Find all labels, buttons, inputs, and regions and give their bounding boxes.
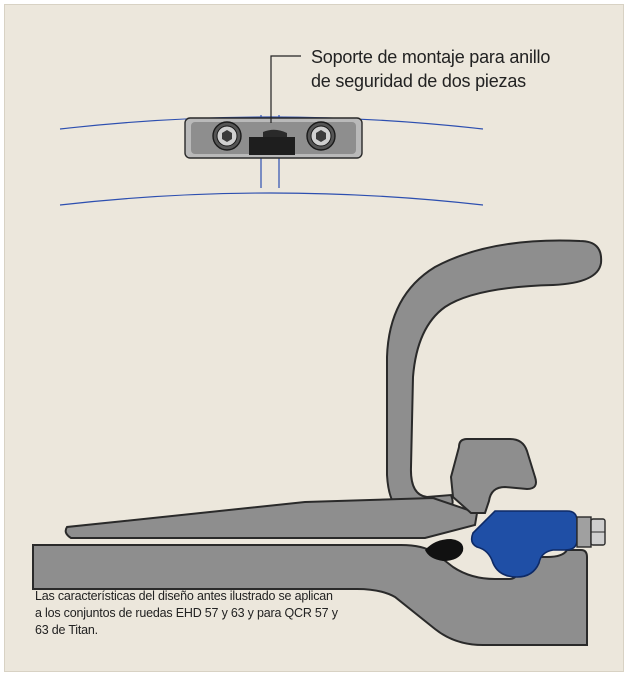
rim-base [32,544,588,646]
figure-panel: Soporte de montaje para anillo de seguri… [4,4,624,672]
callout-line-2: de seguridad de dos piezas [311,71,526,91]
callout-line-1: Soporte de montaje para anillo [311,47,551,67]
wheel-assembly-diagram [32,55,606,646]
bead-seal-o-ring [425,539,464,561]
caption-line-3: 63 de Titan. [35,623,98,637]
callout-leader-line [270,55,301,123]
gutter-section [449,438,537,514]
hex-nut-icon [576,516,606,548]
figure-caption: Las características del diseño antes ilu… [35,588,415,639]
caption-line-1: Las características del diseño antes ilu… [35,589,333,603]
hex-socket-bolt-icon [212,121,242,151]
rim-flange [386,239,603,512]
caption-line-2: a los conjuntos de ruedas EHD 57 y 63 y … [35,606,338,620]
bead-seat-band [64,496,479,539]
bracket-callout-label: Soporte de montaje para anillo de seguri… [311,45,611,93]
hex-socket-bolt-icon [306,121,336,151]
rim-edge-curve-bottom [59,192,484,206]
